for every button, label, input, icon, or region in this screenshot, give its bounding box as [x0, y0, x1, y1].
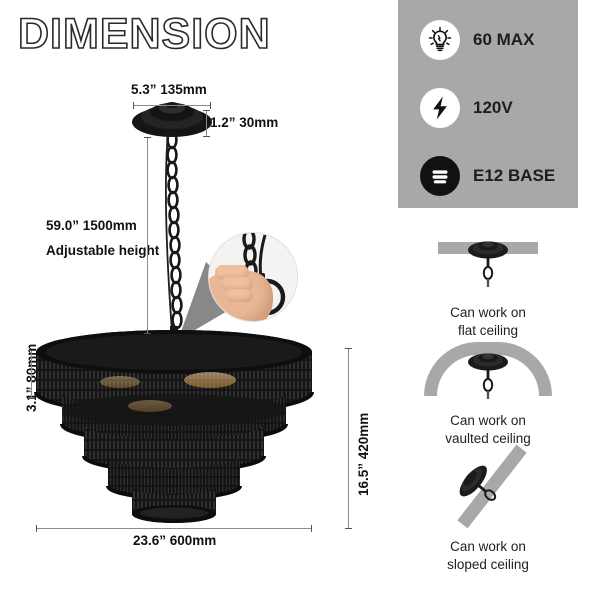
- dim-label-canopy-width: 5.3” 135mm: [131, 82, 207, 97]
- dim-tick: [144, 137, 151, 138]
- spec-row-base: E12 BASE: [420, 156, 555, 196]
- light-bulb-icon: [420, 20, 460, 60]
- tier-2: [60, 392, 288, 444]
- specs-panel: 60 MAX 120V E12 BASE: [398, 0, 578, 208]
- caption-line-1: Can work on: [450, 413, 526, 428]
- lightning-bolt-icon: [420, 88, 460, 128]
- tier-5: [132, 486, 216, 523]
- canopy-mount: [466, 238, 510, 290]
- caption-line-2: vaulted ceiling: [445, 431, 531, 447]
- dim-line-chain-length: [147, 137, 148, 333]
- caption-line-1: Can work on: [450, 539, 526, 554]
- ceiling-caption-vaulted: Can work on vaulted ceiling: [398, 412, 578, 448]
- sloped-ceiling-icon: [398, 444, 578, 536]
- spec-label-voltage: 120V: [473, 98, 513, 117]
- dim-tick: [345, 348, 352, 349]
- ceiling-option-sloped: Can work on sloped ceiling: [398, 444, 578, 574]
- power-cord: [165, 131, 173, 333]
- canopy-mount: [466, 350, 510, 402]
- dim-tick: [28, 350, 35, 351]
- dim-tick: [36, 525, 37, 532]
- flat-ceiling-icon: [398, 228, 578, 302]
- dim-line-top-tier-height: [31, 350, 32, 398]
- spec-label-wattage: 60 MAX: [473, 30, 535, 49]
- dim-tick: [311, 525, 312, 532]
- chandelier-illustration: [34, 102, 314, 523]
- dim-line-body-width: [36, 528, 312, 529]
- dim-tick: [28, 398, 35, 399]
- chain-adjust-callout: [196, 232, 300, 336]
- dim-line-canopy-width: [133, 105, 211, 106]
- dim-tick: [345, 528, 352, 529]
- dim-tick: [144, 333, 151, 334]
- canopy-mount: [450, 456, 518, 523]
- dim-line-canopy-height: [206, 110, 207, 136]
- ceiling-option-flat: Can work on flat ceiling: [398, 228, 578, 340]
- dim-tick: [133, 102, 134, 109]
- page-title: DIMENSION: [17, 10, 271, 58]
- dim-label-body-height: 16.5” 420mm: [356, 412, 371, 496]
- dim-label-chain-length: 59.0” 1500mm: [46, 218, 137, 233]
- caption-line-1: Can work on: [450, 305, 526, 320]
- ceiling-option-vaulted: Can work on vaulted ceiling: [398, 336, 578, 448]
- dim-label-chain-note: Adjustable height: [46, 243, 160, 258]
- spec-label-base: E12 BASE: [473, 166, 556, 185]
- dim-label-canopy-height: 1.2” 30mm: [210, 115, 279, 130]
- dim-tick: [210, 102, 211, 109]
- caption-line-2: flat ceiling: [457, 323, 519, 339]
- ceiling-caption-flat: Can work on flat ceiling: [398, 304, 578, 340]
- product-drawing: 5.3” 135mm 1.2” 30mm 59.0” 1500mm Adjust…: [24, 82, 371, 548]
- dim-line-body-height: [348, 348, 349, 528]
- hand-graphic: [209, 265, 273, 321]
- spec-row-wattage: 60 MAX: [420, 20, 534, 60]
- vaulted-ceiling-icon: [398, 336, 578, 410]
- bulb-base-icon: [420, 156, 460, 196]
- dim-tick: [203, 136, 210, 137]
- tier-1: [34, 330, 314, 416]
- magnifier-circle: [208, 232, 298, 322]
- caption-line-2: sloped ceiling: [447, 557, 529, 573]
- dim-tick: [203, 110, 210, 111]
- spec-row-voltage: 120V: [420, 88, 513, 128]
- ceiling-caption-sloped: Can work on sloped ceiling: [398, 538, 578, 574]
- dim-label-body-width: 23.6” 600mm: [133, 533, 217, 548]
